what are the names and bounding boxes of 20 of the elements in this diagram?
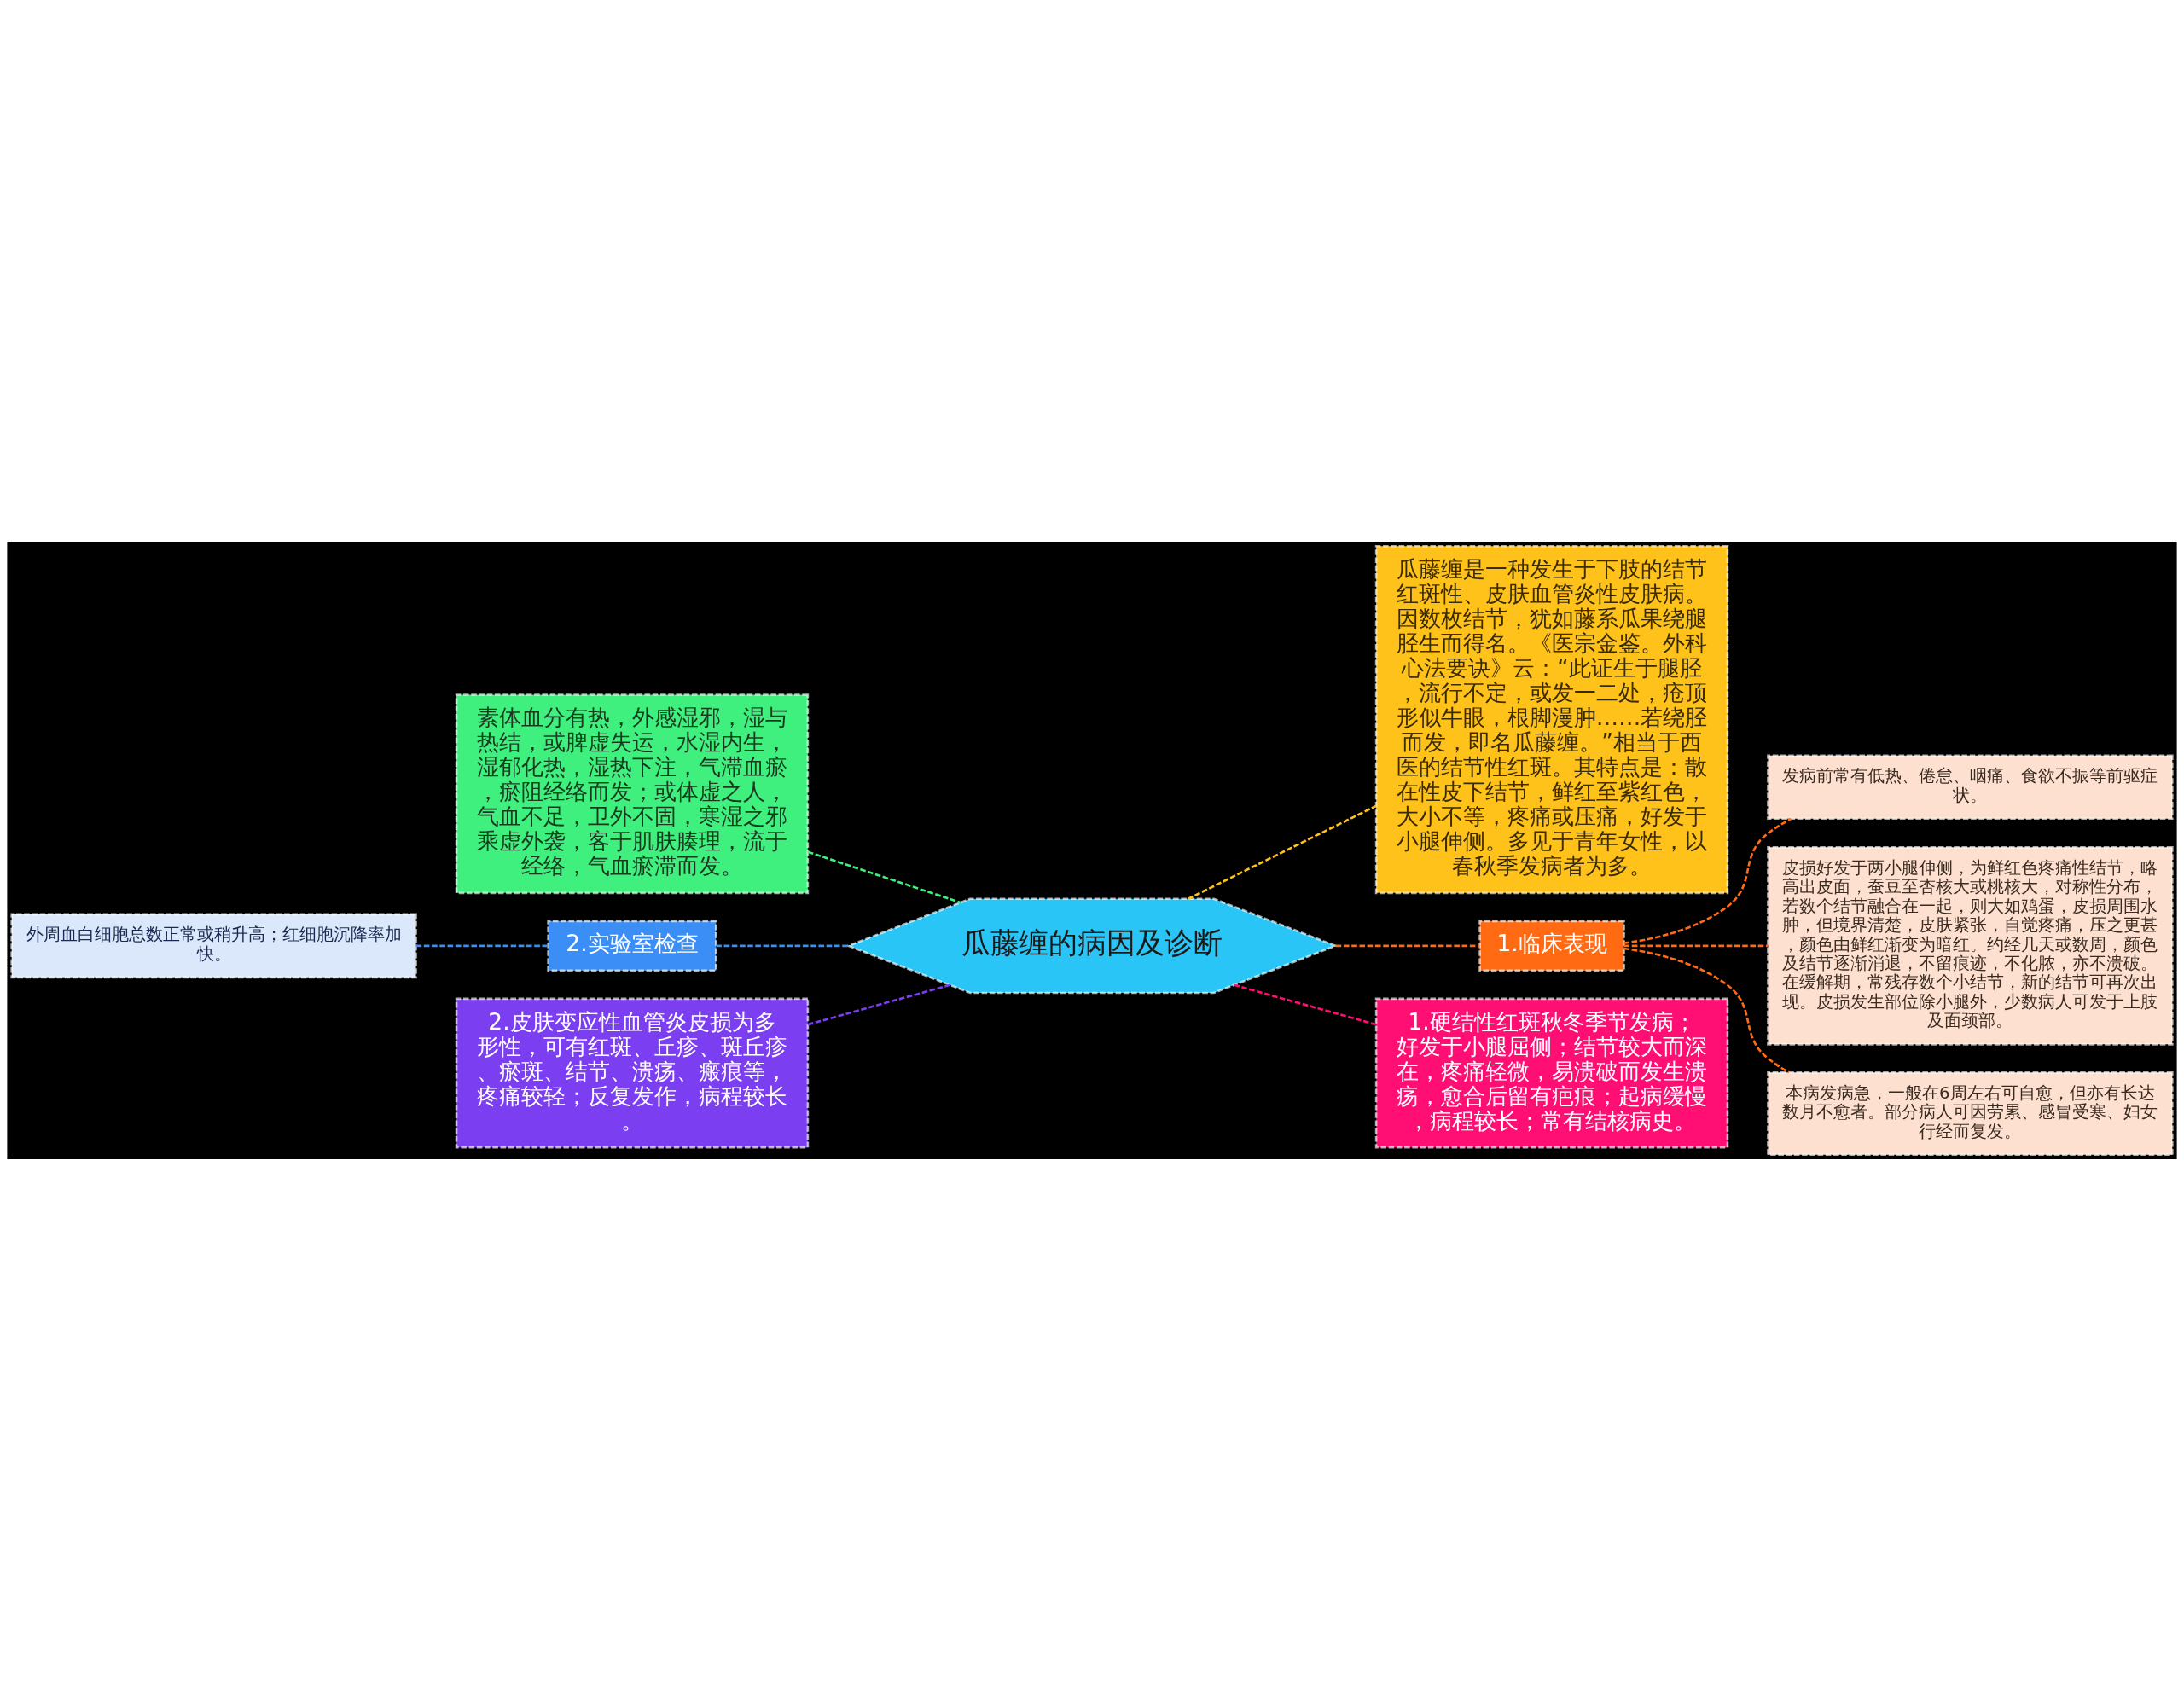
node-box: 1.硬结性红斑秋冬季节发病；好发于小腿屈侧；结节较大而深在，疼痛轻微，易溃破而发生溃疡，愈合后留有疤痕；起病缓慢，病程较长；常有结核病史。 [1374,997,1729,1148]
connector [1234,983,1377,1025]
connector [1623,817,1792,944]
node-box: 素体血分有热，外感湿邪，湿与热结，或脾虚失运，水湿内生，湿郁化热，湿热下注，气滞血瘀，瘀阻经络而发；或体虚之人，气血不足，卫外不固，寒湿之邪乘虚外袭，客于肌肤腠理，流于经络，气血瘀滞而发。 [455,693,810,894]
node-box: 本病发病急，一般在6周左右可自愈，但亦有长达数月不愈者。部分病人可因劳累、感冒受寒、妇女行经而复发。 [1767,1070,2174,1156]
node-box: 外周血白细胞总数正常或稍升高；红细胞沉降率加快。 [10,913,417,978]
connector [1187,804,1377,900]
connector [1623,944,1769,947]
connector [807,850,961,903]
node-box: 2.实验室检查 [547,920,717,972]
node-box: 发病前常有低热、倦怠、咽痛、食欲不振等前驱症状。 [1767,753,2174,820]
node-box: 1.临床表现 [1478,920,1625,972]
connector [1623,947,1790,1073]
connector [807,983,950,1025]
connector [716,944,849,947]
node-box: 2.皮肤变应性血管炎皮损为多形性，可有红斑、丘疹、斑丘疹、瘀斑、结节、溃疡、瘢痕等，疼痛较轻；反复发作，病程较长。 [455,997,810,1148]
connector [1335,944,1480,947]
node-box: 瓜藤缠是一种发生于下肢的结节红斑性、皮肤血管炎性皮肤病。因数枚结节，犹如藤系瓜果绕腿胫生而得名。《医宗金鉴。外科心法要诀》云：“此证生于腿胫，流行不定，或发一二处，疮顶形似牛眼，根脚漫肿……若绕胫而发，即名瓜藤缠。”相当于西医的结节性红斑。其特点是：散在性皮下结节，鲜红至紫红色，大小不等，疼痛或压痛，好发于小腿伸侧。多见于青年女性，以春秋季发病者为多。 [1374,544,1729,894]
node-box: 皮损好发于两小腿伸侧，为鲜红色疼痛性结节，略高出皮面，蚕豆至杏核大或桃核大，对称性分布，若数个结节融合在一起，则大如鸡蛋，皮损周围水肿，但境界清楚，皮肤紧张，自觉疼痛，压之更甚，颜色由鲜红渐变为暗红。约经几天或数周，颜色及结节逐渐消退，不留痕迹，不化脓，亦不溃破。在缓解期，常残存数个小结节，新的结节可再次出现。皮损发生部位除小腿外，少数病人可发于上肢及面颈部。 [1767,845,2174,1046]
connector [415,944,549,947]
